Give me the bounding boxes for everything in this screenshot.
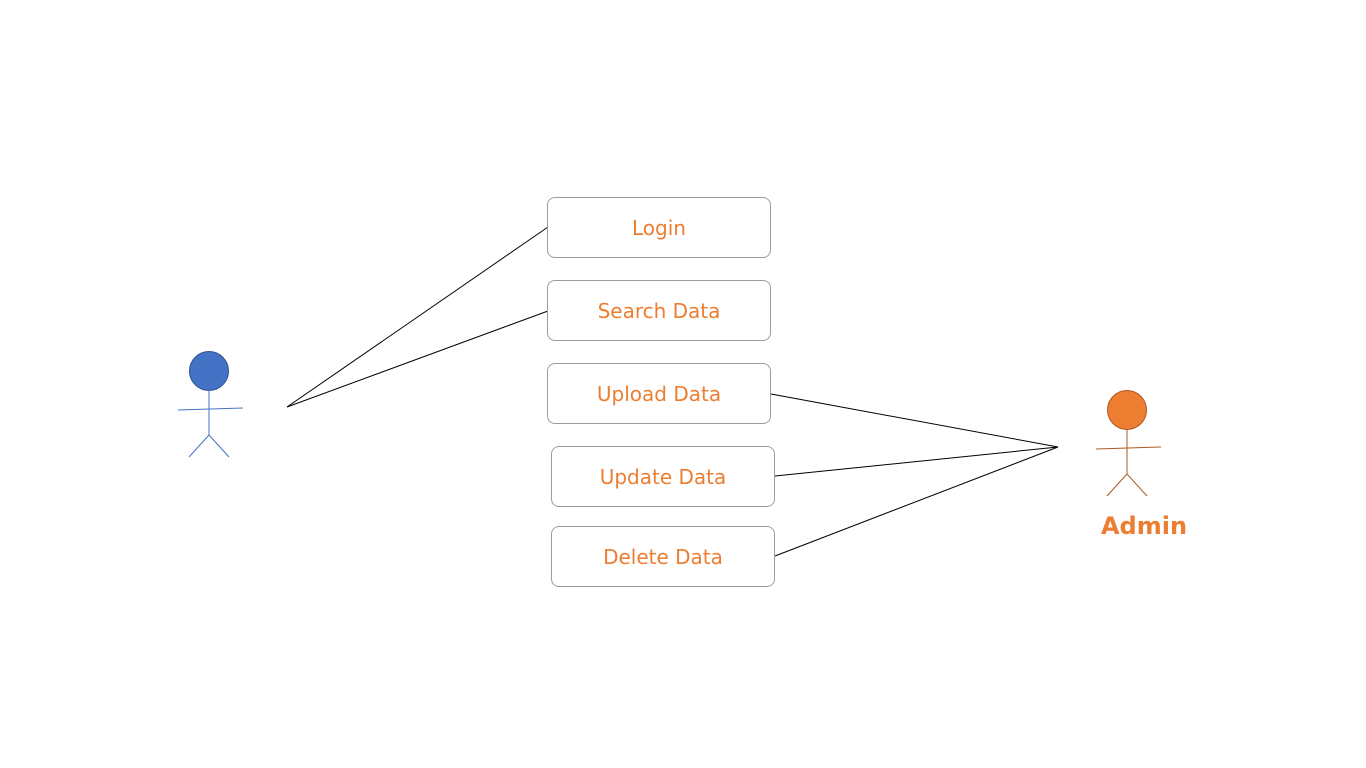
use-case-delete-data[interactable]: Delete Data	[551, 526, 775, 587]
admin-actor-label: Admin	[1100, 512, 1188, 540]
association-user-search	[286, 310, 549, 408]
use-case-search-data-label: Search Data	[597, 298, 721, 323]
association-admin-update	[774, 446, 1059, 477]
use-case-search-data[interactable]: Search Data	[547, 280, 771, 341]
admin-actor-icon[interactable]	[1094, 389, 1164, 501]
association-admin-upload	[770, 393, 1059, 448]
use-case-upload-data-label: Upload Data	[596, 381, 722, 406]
association-user-login	[286, 226, 549, 408]
use-case-upload-data[interactable]: Upload Data	[547, 363, 771, 424]
use-case-update-data[interactable]: Update Data	[551, 446, 775, 507]
use-case-login-label: Login	[632, 215, 686, 240]
use-case-update-data-label: Update Data	[599, 464, 727, 489]
user-actor-icon[interactable]	[176, 350, 246, 462]
association-admin-delete	[774, 446, 1059, 557]
use-case-delete-data-label: Delete Data	[603, 544, 723, 569]
use-case-login[interactable]: Login	[547, 197, 771, 258]
